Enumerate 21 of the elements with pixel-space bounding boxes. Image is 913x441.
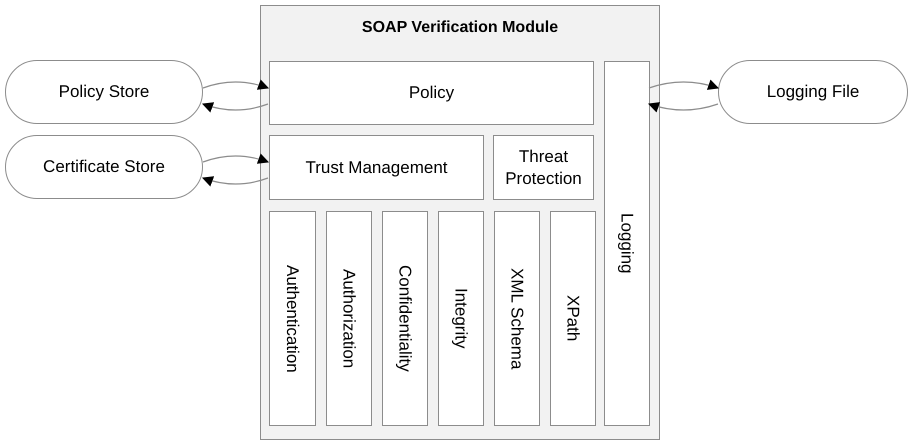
store-node: Policy Store (5, 60, 203, 124)
arrow (648, 102, 718, 112)
component-box: Threat Protection (493, 135, 594, 200)
component-box: Authorization (326, 211, 372, 426)
component-box: XML Schema (494, 211, 540, 426)
store-node: Certificate Store (5, 135, 203, 199)
component-box: Policy (269, 61, 594, 125)
module-title: SOAP Verification Module (360, 18, 560, 38)
component-box: Integrity (438, 211, 484, 426)
component-box: XPath (550, 211, 596, 426)
store-node: Logging File (718, 60, 908, 124)
component-box: Trust Management (269, 135, 484, 200)
component-box: Confidentiality (382, 211, 428, 426)
arrow (202, 176, 268, 186)
arrow (648, 80, 720, 90)
arrow (202, 102, 268, 112)
arrow (202, 154, 270, 164)
component-box: Authentication (269, 211, 316, 426)
component-box: Logging (604, 61, 650, 426)
module-panel (260, 5, 660, 440)
arrow (202, 80, 270, 90)
